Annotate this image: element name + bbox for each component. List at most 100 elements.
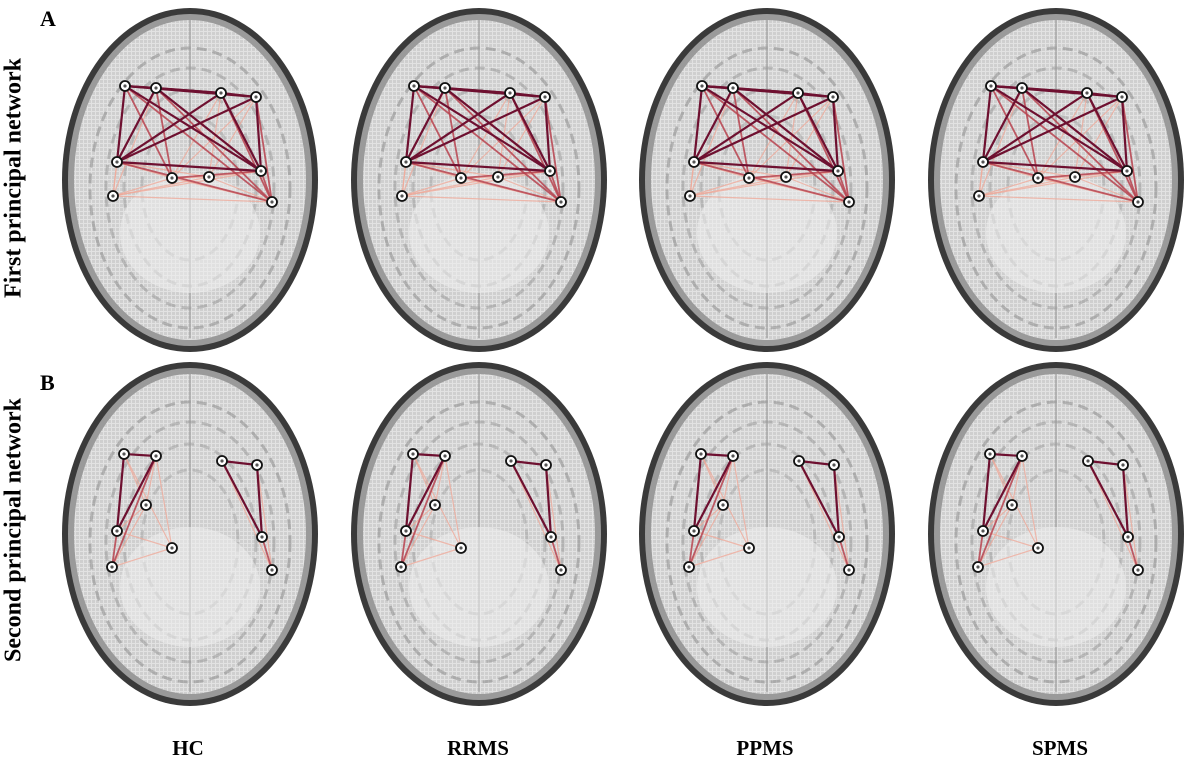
network-node-core: [111, 194, 115, 198]
network-edge: [112, 177, 173, 197]
network-node-core: [508, 91, 512, 95]
network-edge: [989, 84, 1129, 173]
network-edge: [400, 504, 436, 568]
panel-b-1: [351, 362, 607, 706]
network-edge: [111, 455, 157, 568]
network-edge: [220, 459, 264, 539]
network-node-core: [404, 529, 408, 533]
network-edge: [545, 464, 562, 571]
network-edge: [444, 87, 562, 203]
panel-letter-a: A: [40, 6, 56, 31]
panel-a-3: [928, 8, 1184, 352]
network-edge: [1074, 96, 1123, 178]
network-node-core: [459, 176, 463, 180]
network-node-core: [1136, 568, 1140, 572]
network-node-core: [544, 463, 548, 467]
network-edge: [401, 177, 462, 197]
network-node-core: [549, 535, 553, 539]
network-edge: [977, 530, 984, 568]
network-edge: [115, 84, 127, 164]
network-edge: [404, 454, 447, 533]
network-edge: [115, 91, 223, 164]
network-edge: [732, 455, 750, 549]
network-edge: [413, 85, 462, 179]
network-node-core: [496, 175, 500, 179]
network-edge: [1020, 86, 1129, 173]
network-edge: [832, 463, 841, 539]
network-edge: [700, 453, 724, 506]
network-node-core: [559, 568, 563, 572]
network-edge: [1021, 87, 1139, 203]
network-edge: [1021, 87, 1039, 179]
network-node-core: [687, 565, 691, 569]
network-node-core: [784, 175, 788, 179]
network-edge: [444, 455, 462, 549]
network-edge: [401, 87, 446, 197]
network-edge: [219, 91, 263, 173]
network-node-core: [400, 194, 404, 198]
network-edge: [688, 504, 724, 568]
network-node-core: [1036, 176, 1040, 180]
network-node-core: [543, 95, 547, 99]
network-edge: [1122, 464, 1139, 571]
network-edge: [693, 161, 787, 178]
network-edge: [748, 96, 834, 179]
network-node-core: [699, 452, 703, 456]
network-edge: [989, 453, 1013, 506]
network-edge: [731, 86, 840, 173]
panel-a-0: [62, 8, 318, 352]
network-node-core: [411, 452, 415, 456]
network-edge: [460, 170, 551, 179]
network-edge: [460, 92, 511, 179]
network-node-core: [1121, 463, 1125, 467]
network-edge: [400, 455, 446, 568]
network-node-core: [548, 169, 552, 173]
network-node-core: [832, 463, 836, 467]
network-node-core: [688, 194, 692, 198]
network-edge: [785, 96, 834, 178]
network-edge: [701, 85, 850, 203]
brain-fold: [717, 468, 817, 616]
network-node-core: [1136, 200, 1140, 204]
network-edge: [255, 96, 273, 203]
network-edge: [460, 96, 546, 179]
network-edge: [732, 87, 850, 203]
network-node-core: [837, 535, 841, 539]
network-edge: [832, 96, 850, 203]
network-edge: [115, 452, 126, 533]
network-edge: [256, 464, 273, 571]
network-node-core: [1020, 454, 1024, 458]
network-edge: [689, 87, 734, 197]
network-edge: [155, 87, 273, 203]
network-node-core: [1020, 86, 1024, 90]
network-edge: [688, 455, 734, 568]
network-node-core: [1073, 175, 1077, 179]
network-edge: [732, 87, 750, 179]
network-edge: [689, 170, 839, 197]
network-node-core: [700, 84, 704, 88]
network-edge: [982, 530, 1039, 549]
network-node-core: [847, 200, 851, 204]
network-edge: [731, 86, 800, 95]
network-edge: [701, 85, 750, 179]
network-node-core: [459, 546, 463, 550]
network-node-core: [443, 86, 447, 90]
network-edge: [254, 95, 263, 173]
brain-center: [409, 173, 549, 293]
network-edge: [509, 459, 553, 539]
network-edge: [497, 176, 562, 203]
network-edge: [700, 84, 840, 173]
network-node-core: [260, 535, 264, 539]
network-edge: [111, 547, 173, 568]
network-node-core: [836, 169, 840, 173]
network-edge: [400, 530, 407, 568]
network-node-core: [207, 175, 211, 179]
brain-center: [697, 527, 837, 647]
network-edge: [112, 87, 157, 197]
network-edge: [145, 455, 157, 506]
network-node-core: [270, 568, 274, 572]
network-edge: [405, 530, 462, 549]
network-edge: [401, 170, 551, 197]
network-edge: [443, 86, 512, 95]
network-edge: [785, 176, 850, 203]
